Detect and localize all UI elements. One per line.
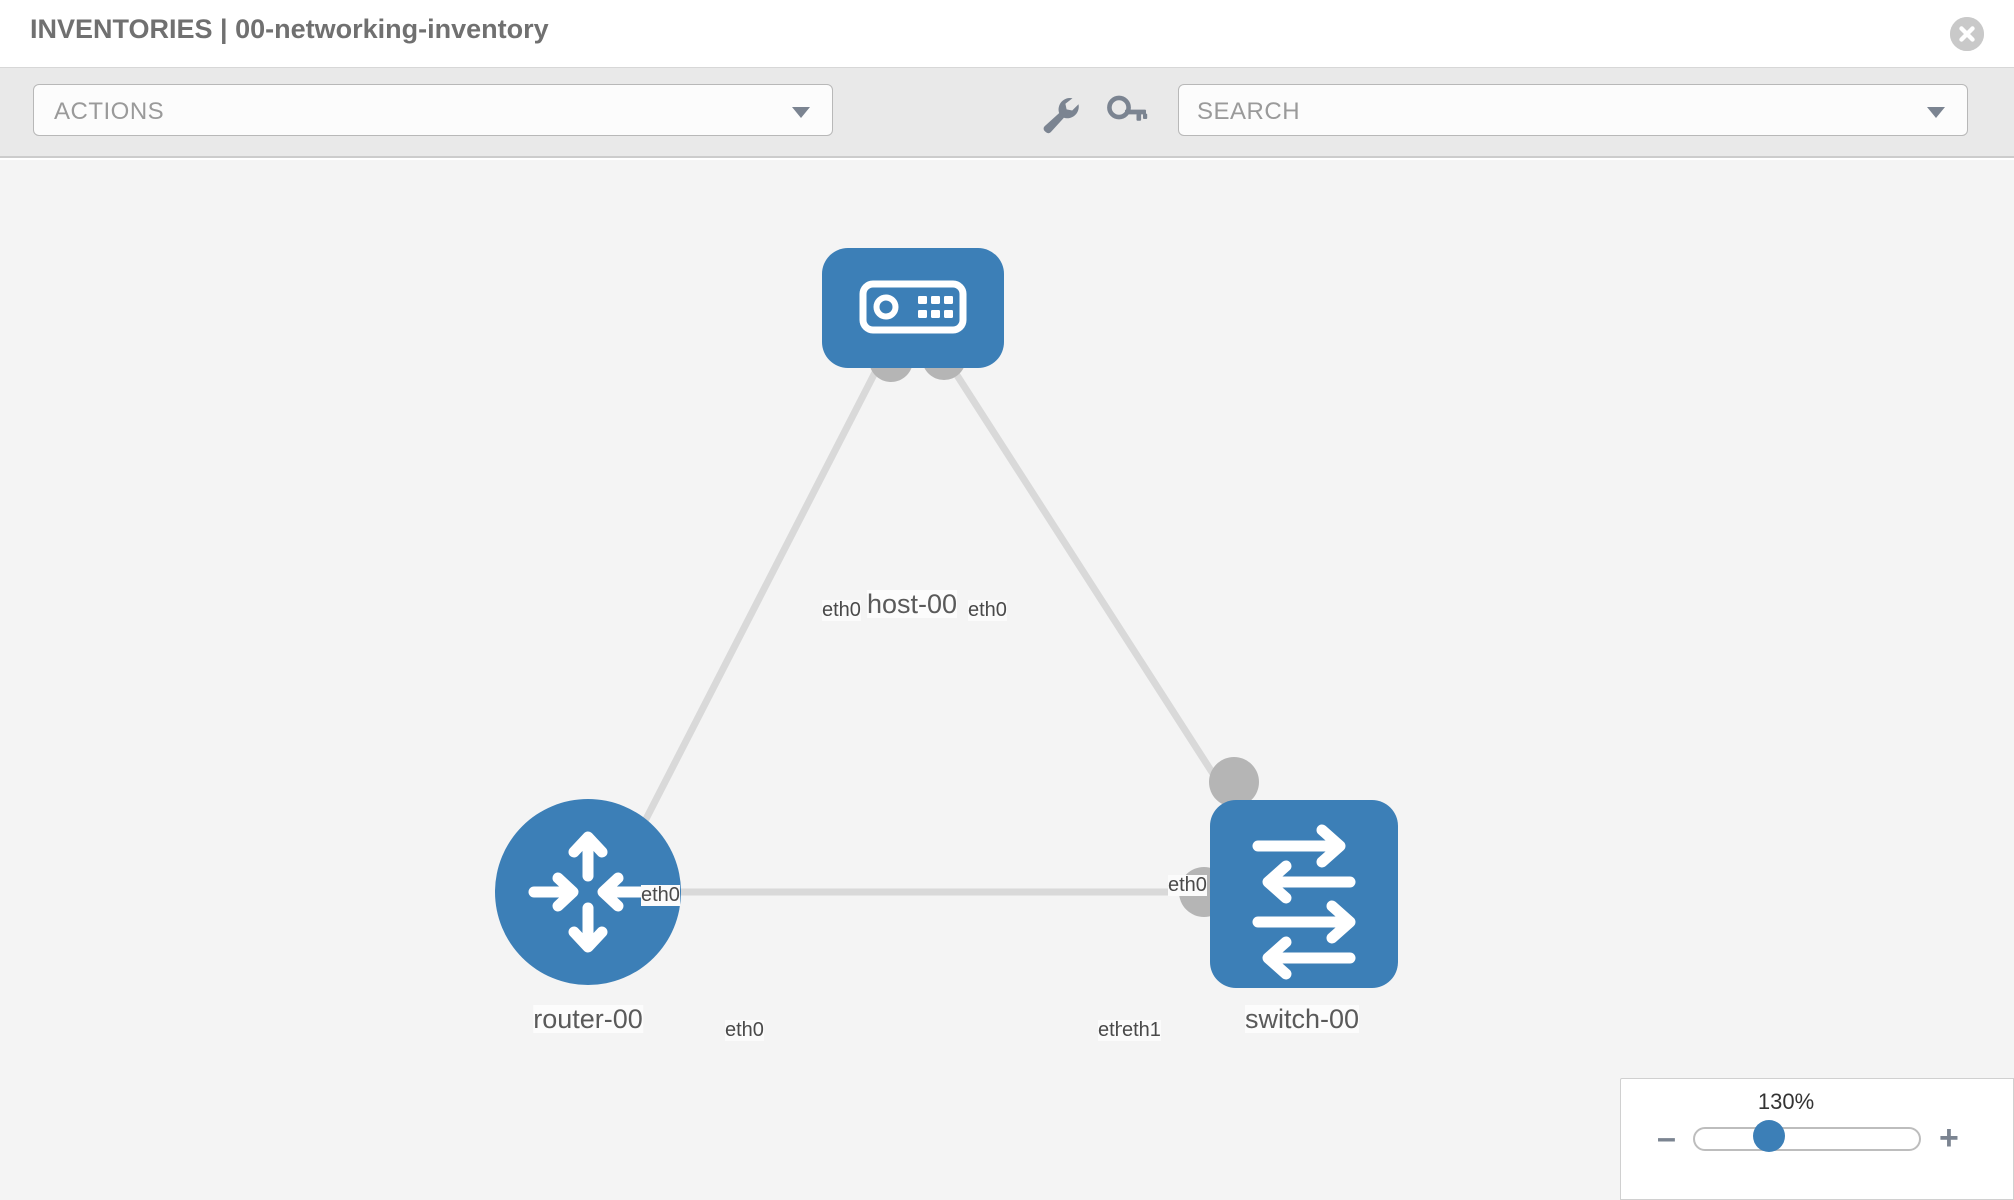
router-arrows-icon [528,831,648,953]
iface-label: eth [1098,1019,1126,1041]
close-icon[interactable] [1950,17,1984,51]
chevron-down-icon [1927,107,1945,118]
search-input[interactable]: SEARCH [1178,84,1968,136]
iface-label: eth1 [1122,1019,1161,1041]
topology-links [621,353,1265,896]
node-label-switch-00: switch-00 [1244,1004,1360,1034]
iface-label: eth0 [822,599,861,621]
actions-dropdown-label: ACTIONS [54,98,165,125]
switch-arrows-icon [1252,824,1356,980]
zoom-control-panel: 130% – + [1620,1078,2014,1200]
iface-label: eth0 [641,884,680,906]
window-header: INVENTORIES | 00-networking-inventory [0,0,2014,68]
iface-dot-switch-top [1209,757,1259,807]
node-host-00 [822,248,1004,368]
link-host-switch [941,353,1265,852]
node-label-router-00: router-00 [533,1004,643,1034]
topology-interface-dots [608,336,1259,917]
zoom-in-button[interactable]: + [1939,1119,1959,1157]
zoom-out-button[interactable]: – [1657,1119,1676,1157]
iface-label: eth0 [1168,874,1207,896]
topology-canvas[interactable]: host-00 router-00 switch-00 eth0 eth0 et… [0,160,2014,1200]
zoom-slider-thumb[interactable] [1753,1120,1785,1152]
zoom-level-label: 130% [1757,1089,1815,1114]
node-label-host-00: host-00 [866,589,958,619]
server-icon [859,280,967,334]
search-placeholder: SEARCH [1197,98,1301,125]
wrench-icon[interactable] [1038,94,1082,134]
node-router-00 [495,799,681,985]
iface-label: eth0 [968,599,1007,621]
topology-graph [495,248,1398,988]
link-host-router [621,353,888,862]
page-title: INVENTORIES | 00-networking-inventory [30,14,549,44]
actions-dropdown[interactable]: ACTIONS [33,84,833,136]
node-switch-00 [1210,800,1398,988]
zoom-slider-track[interactable] [1693,1127,1921,1151]
iface-label: eth0 [725,1019,764,1041]
key-icon[interactable] [1105,94,1149,134]
chevron-down-icon [792,107,810,118]
